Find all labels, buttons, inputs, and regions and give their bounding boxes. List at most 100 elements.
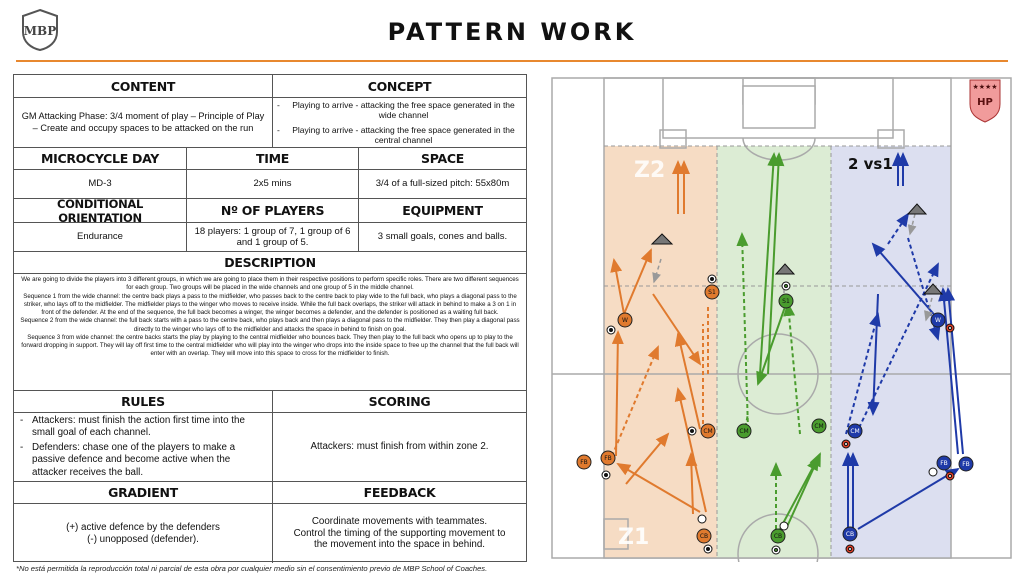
player-fb-left-inner: FB bbox=[600, 450, 616, 466]
feedback-line: Coordinate movements with teammates. bbox=[311, 515, 488, 527]
mbp-logo: MBP bbox=[22, 8, 58, 52]
space-value: 3/4 of a full-sized pitch: 55x80m bbox=[358, 170, 526, 198]
player-cm-right: CM bbox=[847, 423, 863, 439]
svg-text:S1: S1 bbox=[708, 289, 716, 296]
defender-cone-right bbox=[922, 283, 944, 295]
left-channel bbox=[604, 146, 717, 558]
svg-text:CB: CB bbox=[774, 533, 782, 540]
player-fb-left-outer: FB bbox=[576, 454, 592, 470]
badge-stars: ★★★★ bbox=[972, 83, 997, 91]
svg-text:FB: FB bbox=[962, 461, 970, 468]
orange-movements bbox=[610, 160, 709, 515]
pitch-svg: Z2 Z1 2 vs1 ★★★★ HP bbox=[551, 77, 1012, 562]
defender-cone-top-right bbox=[906, 203, 928, 215]
space-heading: SPACE bbox=[358, 148, 526, 169]
concept-item: -Playing to arrive - attacking the free … bbox=[277, 124, 515, 145]
players-value: 18 players: 1 group of 7, 1 group of 6 a… bbox=[186, 223, 358, 251]
orientation-value: Endurance bbox=[77, 231, 123, 243]
description-paragraph: We are going to divide the players into … bbox=[21, 276, 519, 292]
middle-channel bbox=[717, 146, 831, 558]
blue-movements bbox=[842, 152, 964, 534]
pitch-markings bbox=[552, 77, 1011, 562]
zone-2-label: Z2 bbox=[634, 158, 665, 183]
time-value: 2x5 mins bbox=[186, 170, 358, 198]
svg-text:CM: CM bbox=[703, 428, 712, 435]
gradient-list: (+) active defence by the defenders (-) … bbox=[14, 504, 272, 563]
balls bbox=[697, 467, 938, 531]
ball-icon bbox=[928, 467, 938, 477]
svg-text:CM: CM bbox=[739, 428, 748, 435]
players: S1 W CM FB FB CB S1 CM CM CB W CM FB FB … bbox=[576, 284, 974, 544]
defenders bbox=[650, 203, 944, 295]
player-w-right: W bbox=[930, 312, 946, 328]
title-divider bbox=[16, 60, 1008, 62]
scoring-heading: SCORING bbox=[272, 391, 526, 412]
right-channel bbox=[831, 146, 951, 558]
green-movements bbox=[736, 152, 821, 530]
tactics-diagram: Z2 Z1 2 vs1 ★★★★ HP bbox=[548, 74, 1015, 562]
concept-list: -Playing to arrive - attacking the free … bbox=[272, 98, 526, 147]
player-cm-mid-left: CM bbox=[736, 423, 752, 439]
defender-cone-left bbox=[650, 233, 674, 245]
player-cm-left: CM bbox=[700, 423, 716, 439]
scoring-value: Attackers: must finish from within zone … bbox=[272, 413, 526, 481]
description-paragraph: Sequence 2 from the wide channel: the fu… bbox=[20, 317, 520, 333]
players-heading: Nº OF PLAYERS bbox=[186, 199, 358, 222]
badge-text: HP bbox=[977, 97, 993, 108]
page-title: PATTERN WORK bbox=[387, 18, 637, 46]
svg-text:CM: CM bbox=[850, 428, 859, 435]
svg-text:CM: CM bbox=[814, 423, 823, 430]
orientation-heading: CONDITIONAL ORIENTATION bbox=[56, 199, 144, 222]
svg-text:FB: FB bbox=[940, 460, 948, 467]
svg-text:W: W bbox=[935, 317, 941, 324]
player-w-left: W bbox=[617, 312, 633, 328]
content-text: GM Attacking Phase: 3/4 moment of play –… bbox=[21, 111, 265, 133]
svg-text:S1: S1 bbox=[782, 298, 790, 305]
description-text: We are going to divide the players into … bbox=[14, 274, 526, 390]
player-cb-right: CB bbox=[842, 526, 858, 542]
gradient-heading: GRADIENT bbox=[108, 485, 178, 500]
svg-text:FB: FB bbox=[604, 455, 612, 462]
player-fb-right-inner: FB bbox=[936, 455, 952, 471]
hp-badge: ★★★★ HP bbox=[969, 79, 1001, 123]
marker-dots bbox=[601, 274, 955, 555]
microcycle-heading: MICROCYCLE DAY bbox=[40, 151, 160, 166]
player-cb-left: CB bbox=[696, 528, 712, 544]
logo-text: MBP bbox=[24, 24, 56, 38]
player-s1-left: S1 bbox=[704, 284, 720, 300]
ball-icon bbox=[779, 521, 789, 531]
copyright-note: *No está permitida la reproducción total… bbox=[16, 564, 488, 573]
svg-text:W: W bbox=[622, 317, 628, 324]
rule-item: -Defenders: chase one of the players to … bbox=[20, 441, 236, 478]
feedback-heading: FEEDBACK bbox=[272, 482, 526, 503]
svg-text:CB: CB bbox=[700, 533, 708, 540]
description-paragraph: Sequence 3 from wide channel: the centre… bbox=[21, 333, 519, 358]
player-fb-right-outer: FB bbox=[958, 456, 974, 472]
rule-item: -Attackers: must finish the action first… bbox=[20, 414, 245, 439]
content-heading: CONTENT bbox=[110, 78, 176, 94]
player-s1-mid: S1 bbox=[778, 293, 794, 309]
concept-item: -Playing to arrive - attacking the free … bbox=[277, 100, 515, 121]
player-cm-mid-right: CM bbox=[811, 418, 827, 434]
svg-text:FB: FB bbox=[580, 459, 588, 466]
session-sheet: CONTENT CONCEPT GM Attacking Phase: 3/4 … bbox=[13, 74, 527, 563]
zone-lines bbox=[604, 145, 951, 558]
concept-heading: CONCEPT bbox=[272, 75, 526, 97]
rules-list: -Attackers: must finish the action first… bbox=[14, 413, 272, 481]
player-cb-mid: CB bbox=[770, 528, 786, 544]
defender-cone-mid bbox=[774, 263, 796, 275]
feedback-list: Coordinate movements with teammates. Con… bbox=[272, 504, 526, 563]
two-vs-one-label: 2 vs1 bbox=[848, 155, 893, 173]
gradient-line: (+) active defence by the defenders bbox=[66, 521, 220, 533]
feedback-line: Control the timing of the supporting mov… bbox=[293, 527, 506, 551]
description-heading: DESCRIPTION bbox=[224, 255, 316, 270]
description-paragraph: Sequence 1 from the wide channel: the ce… bbox=[23, 292, 517, 317]
time-heading: TIME bbox=[186, 148, 358, 169]
equipment-value: 3 small goals, cones and balls. bbox=[358, 223, 526, 251]
svg-text:CB: CB bbox=[846, 531, 854, 538]
zone-1-label: Z1 bbox=[618, 525, 649, 550]
microcycle-value: MD-3 bbox=[88, 178, 112, 190]
equipment-heading: EQUIPMENT bbox=[358, 199, 526, 222]
gradient-line: (-) unopposed (defender). bbox=[87, 533, 199, 545]
rules-heading: RULES bbox=[121, 394, 165, 409]
